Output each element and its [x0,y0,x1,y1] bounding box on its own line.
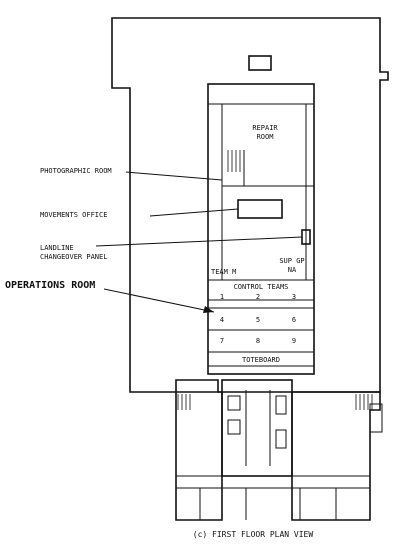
leader-landline [95,236,303,247]
central-tower [207,83,315,375]
plan-caption: (c) FIRST FLOOR PLAN VIEW [193,530,314,539]
leader-movements [149,208,239,217]
team-number: 1 [220,293,224,301]
roof-vent [248,55,272,71]
sup-gp-label-1: SUP GP [279,257,304,265]
team-number: 6 [292,316,296,324]
lower-core [221,379,293,477]
movements-office-box [237,199,283,219]
repair-room-label-2: ROOM [257,133,274,141]
team-number: 8 [256,337,260,345]
movements-office-label: MOVEMENTS OFFICE [40,211,107,219]
stair-hatch-lower-left [177,394,191,410]
toteboard-label: TOTEBOARD [242,356,280,364]
leader-operations-arrowhead [203,306,214,313]
leader-photographic [125,171,223,181]
team-number: 4 [220,316,224,324]
leader-operations [103,288,215,313]
sup-gp-label-2: NA [288,266,297,274]
stair-hatch-upper [227,150,241,172]
landline-label-2: CHANGEOVER PANEL [40,253,107,261]
photographic-room-label: PHOTOGRAPHIC ROOM [40,167,112,175]
stair-hatch-lower-right [355,394,373,410]
team-number: 3 [292,293,296,301]
team-number: 2 [256,293,260,301]
team-number: 9 [292,337,296,345]
team-m-label: TEAM M [211,268,236,276]
landline-label-1: LANDLINE [40,244,74,252]
team-number: 5 [256,316,260,324]
operations-room-label: OPERATIONS ROOM [5,280,95,291]
control-teams-label: CONTROL TEAMS [234,283,289,291]
left-annex [175,391,223,521]
team-number: 7 [220,337,224,345]
building-outline [111,17,389,393]
repair-room-label-1: REPAIR [252,124,278,132]
